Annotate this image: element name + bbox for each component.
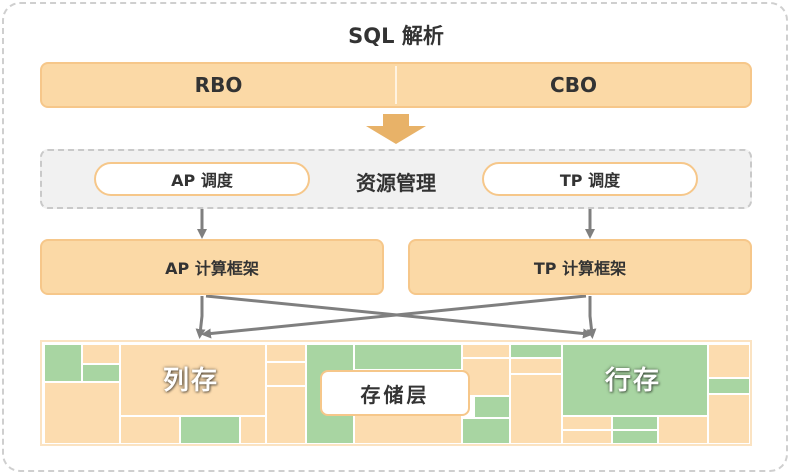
resource-management-label: 资源管理 (356, 171, 436, 195)
storage-tile (510, 344, 562, 358)
storage-tile (120, 416, 180, 444)
storage-tile (562, 416, 612, 430)
storage-tile (44, 382, 120, 444)
storage-tile (462, 418, 510, 444)
storage-tile (82, 364, 120, 382)
storage-tile (82, 344, 120, 364)
cbo-label: CBO (550, 73, 597, 97)
column-store-label: 列存 (162, 365, 219, 396)
storage-layer-box: 存储层 (320, 370, 470, 416)
column-store-tile (120, 344, 266, 416)
storage-tile (562, 430, 612, 444)
storage-tile (708, 378, 750, 394)
storage-tile (708, 394, 750, 444)
storage-tile (462, 344, 510, 358)
storage-tile (266, 362, 306, 386)
storage-tile (612, 430, 658, 444)
storage-tile (658, 416, 708, 444)
storage-tile (266, 344, 306, 362)
storage-tile (708, 344, 750, 378)
down-arrow-icon (366, 114, 426, 144)
row-store-label: 行存 (604, 365, 661, 396)
row-store-tile (562, 344, 708, 416)
storage-tile (180, 416, 240, 444)
tp-schedule-pill: TP 调度 (482, 162, 698, 196)
ap-compute-to-column-arrow (195, 296, 206, 339)
storage-tile (462, 358, 510, 396)
storage-tile (44, 344, 82, 382)
storage-tile (354, 344, 462, 370)
ap-schedule-pill: AP 调度 (94, 162, 310, 196)
storage-tile (612, 416, 658, 430)
storage-tile (474, 396, 510, 418)
storage-tile (510, 374, 562, 444)
optimizer-divider (395, 66, 397, 104)
resource-management-panel: 资源管理 AP 调度 TP 调度 (40, 149, 752, 209)
optimizer-bar: RBO CBO (40, 62, 752, 108)
sql-parse-title: SQL 解析 (348, 24, 444, 48)
rbo-label: RBO (194, 73, 243, 97)
storage-tile (240, 416, 266, 444)
tp-compute-to-column-arrow (201, 294, 587, 339)
tp-compute-to-row-arrow (586, 296, 597, 339)
ap-compute-framework: AP 计算框架 (40, 239, 384, 295)
storage-tile (266, 386, 306, 444)
storage-tile (510, 358, 562, 374)
outer-dashed-frame (2, 2, 788, 472)
tp-compute-framework: TP 计算框架 (408, 239, 752, 295)
